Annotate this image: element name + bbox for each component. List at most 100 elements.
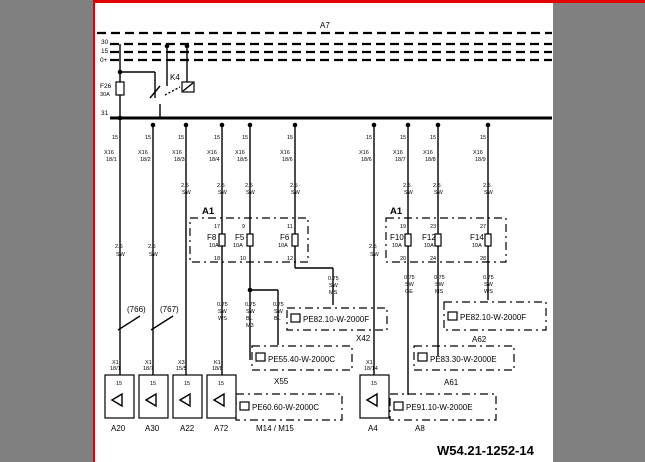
- x16-c1: X16: [104, 150, 114, 156]
- component-a72-pin: 15: [218, 381, 224, 387]
- component-a30[interactable]: 15 A30: [138, 374, 169, 433]
- component-a20-label[interactable]: A20: [111, 424, 126, 433]
- wire-size-c1: 2.5: [115, 244, 123, 250]
- conn-k1-a72: K1: [214, 360, 221, 366]
- pin-15-c9: 15: [430, 135, 436, 141]
- component-a4-label[interactable]: A4: [368, 424, 378, 433]
- wire-color-c9: SW: [434, 190, 444, 196]
- wire-color-f6-branch: SW: [329, 283, 339, 289]
- wire-size-c7: 2.5: [369, 244, 377, 250]
- wire-color-f5-b: SW: [274, 309, 284, 315]
- component-a72[interactable]: 15 A72: [206, 374, 237, 433]
- x16-c3: X16: [172, 150, 182, 156]
- wire-mark-f5-b: BL: [274, 316, 281, 322]
- x16-c10-pin: 18/9: [475, 157, 486, 163]
- wire-mark-f10-out: GE: [405, 289, 413, 295]
- conn-x1-a20-pin: 18/1: [110, 366, 121, 372]
- wire-color-c6: SW: [291, 190, 301, 196]
- wire-color-f12-out: SW: [435, 282, 445, 288]
- x16-c6: X16: [280, 150, 290, 156]
- wire-color-c3: SW: [182, 190, 192, 196]
- fuse-f12-pin-out: 24: [430, 256, 436, 262]
- wire-size-c3: 2.5: [181, 183, 189, 189]
- pe-ref-3[interactable]: PE60.60-W-2000C: [235, 393, 343, 421]
- ref-766: (766): [127, 305, 146, 314]
- wire-color-f8-out: SW: [218, 309, 228, 315]
- pe-ref-3-text[interactable]: PE60.60-W-2000C: [252, 403, 319, 412]
- wire-color-c1: SW: [116, 252, 126, 258]
- pe-ref-5-text[interactable]: PE83.30-W-2000E: [430, 355, 497, 364]
- pe-ref-1[interactable]: PE82.10-W-2000F: [286, 307, 388, 331]
- fuse-f14-pin-in: 27: [480, 224, 486, 230]
- fuse-f12-label: F12: [422, 233, 436, 242]
- window-top-border: [94, 0, 645, 3]
- pin-15-c10: 15: [480, 135, 486, 141]
- pe-ref-2[interactable]: PE55.40-W-2000C: [251, 345, 353, 371]
- wire-mark2-f5-a: M3: [246, 323, 254, 329]
- wire-size-f5-b: 0.75: [273, 302, 284, 308]
- wire-color-c10: SW: [484, 190, 494, 196]
- wire-color-c4: SW: [218, 190, 228, 196]
- component-a4[interactable]: 15 A4: [359, 374, 390, 433]
- component-a4-pin: 15: [371, 381, 377, 387]
- pe-ref-6[interactable]: PE91.10-W-2000E: [389, 393, 497, 421]
- fuse-f10-rating: 10A: [392, 243, 402, 249]
- fuse-f14-rating: 10A: [472, 243, 482, 249]
- fuse-f6-label: F6: [280, 233, 290, 242]
- x16-c2-pin: 18/2: [140, 157, 151, 163]
- conn-k1-a72-pin: 18/8: [212, 366, 223, 372]
- schematic-sheet: [94, 2, 553, 462]
- pe-ref-4-text[interactable]: PE82.10-W-2000F: [460, 313, 526, 322]
- wire-mark-f5-a: BL: [246, 316, 253, 322]
- fuse-f14-label: F14: [470, 233, 484, 242]
- wire-mark-f8-out: WS: [218, 316, 227, 322]
- pe-ref-6-text[interactable]: PE91.10-W-2000E: [406, 403, 473, 412]
- component-a30-pin: 15: [150, 381, 156, 387]
- fuse-f5-pin-in: 9: [242, 224, 245, 230]
- component-a8-label[interactable]: A8: [415, 424, 425, 433]
- component-a72-label[interactable]: A72: [214, 424, 229, 433]
- component-a22-label[interactable]: A22: [180, 424, 195, 433]
- connector-x42: X42: [356, 334, 371, 343]
- fuse-f12-rating: 10A: [424, 243, 434, 249]
- fuse-f14-pin-out: 28: [480, 256, 486, 262]
- x16-c6-pin: 18/6: [282, 157, 293, 163]
- component-a30-label[interactable]: A30: [145, 424, 160, 433]
- x16-c2: X16: [138, 150, 148, 156]
- component-a22-pin: 15: [184, 381, 190, 387]
- fuse-f12: F12 10A 23 24: [422, 220, 442, 356]
- x16-c8: X16: [393, 150, 403, 156]
- wire-size-c2: 2.5: [148, 244, 156, 250]
- wire-mark-f14-out: WS: [484, 289, 493, 295]
- fuse-f6-rating: 10A: [278, 243, 288, 249]
- x16-c8-pin: 18/7: [395, 157, 406, 163]
- pe-ref-2-text[interactable]: PE55.40-W-2000C: [268, 355, 335, 364]
- ref-767: (767): [160, 305, 179, 314]
- wire-color-c2: SW: [149, 252, 159, 258]
- x16-c7: X16: [359, 150, 369, 156]
- connector-x55: X55: [274, 377, 289, 386]
- component-a20[interactable]: 15 A20: [104, 374, 135, 433]
- x16-c9: X16: [423, 150, 433, 156]
- wire-size-f12-out: 0.75: [434, 275, 445, 281]
- component-m14-m15-label[interactable]: M14 / M15: [256, 424, 294, 433]
- component-a22[interactable]: 15 A22: [172, 374, 203, 433]
- pe-ref-1-text[interactable]: PE82.10-W-2000F: [303, 315, 369, 324]
- x16-c4: X16: [207, 150, 217, 156]
- conn-x1-a30-pin: 18/7: [143, 366, 154, 372]
- fuse-f26-label: F26: [100, 83, 112, 90]
- conn-x1-a4: X1: [366, 360, 373, 366]
- rail-label-30: 30: [101, 39, 109, 46]
- fuse-f5-rating: 10A: [233, 243, 243, 249]
- wire-color-f5-a: SW: [246, 309, 256, 315]
- pe-ref-5[interactable]: PE83.30-W-2000E: [413, 345, 515, 371]
- wire-size-c4: 2.5: [217, 183, 225, 189]
- pe-ref-4[interactable]: PE82.10-W-2000F: [443, 301, 547, 331]
- wire-color-c7: SW: [370, 252, 380, 258]
- relay-k4-switch: [149, 85, 161, 99]
- conn-x1-a30: X1: [145, 360, 152, 366]
- fuse-f8-rating: 10A: [209, 243, 219, 249]
- wire-color-c5: SW: [246, 190, 256, 196]
- bus-label-a7: A7: [320, 21, 330, 30]
